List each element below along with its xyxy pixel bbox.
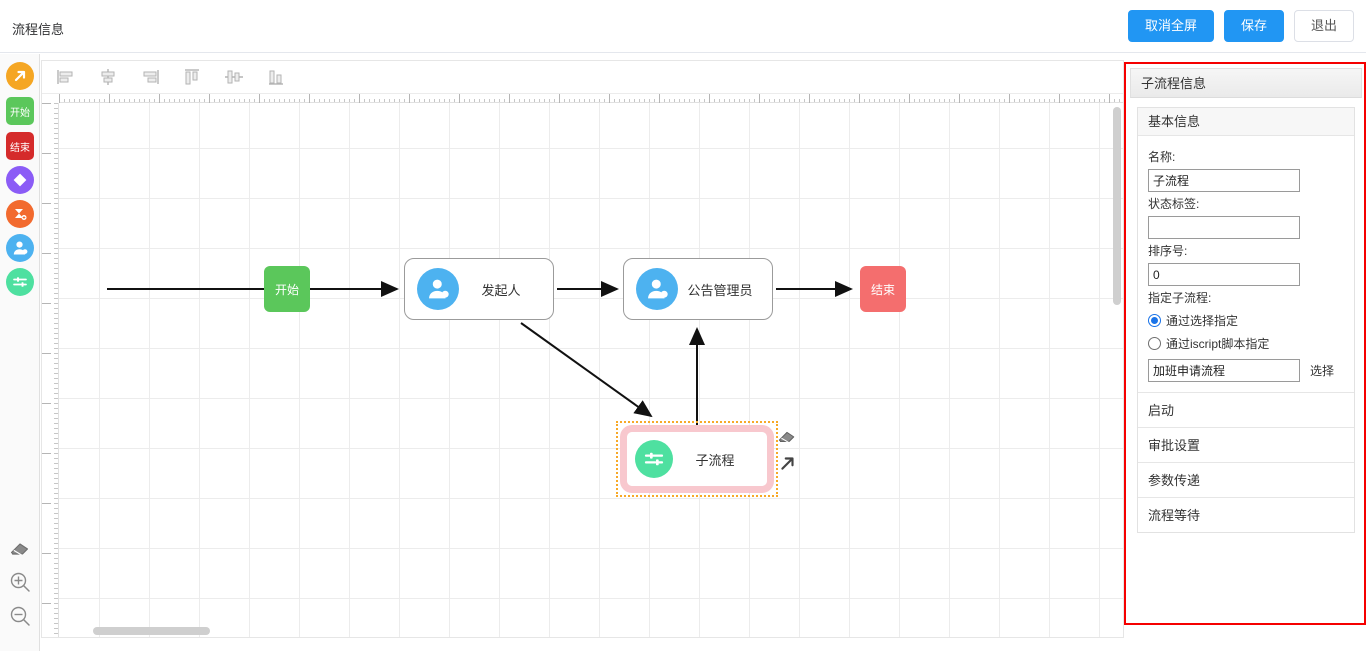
save-button[interactable]: 保存 [1223, 10, 1284, 42]
auto-task-tool[interactable] [6, 200, 34, 228]
edge-initiator-to-subprocess [520, 322, 653, 418]
node-announcement-admin-label: 公告管理员 [687, 282, 753, 298]
radio-by-selection-label: 通过选择指定 [1166, 314, 1239, 328]
align-top-button[interactable] [182, 68, 202, 86]
subprocess-picker-input[interactable] [1148, 359, 1300, 382]
section-startup[interactable]: 启动 [1138, 392, 1354, 427]
horizontal-scrollbar-thumb[interactable] [93, 627, 210, 635]
top-bar: 流程信息 取消全屏 保存 退出 [0, 0, 1366, 53]
robot-task-icon [15, 209, 27, 220]
arrow-up-right-icon [14, 70, 26, 82]
vertical-ruler [42, 103, 59, 637]
cancel-fullscreen-button[interactable]: 取消全屏 [1127, 10, 1214, 42]
node-initiator[interactable]: 发起人 [404, 258, 554, 320]
node-palette: 开始 结束 [0, 54, 40, 651]
subprocess-icon [635, 440, 673, 478]
align-left-button[interactable] [56, 68, 76, 86]
exit-button[interactable]: 退出 [1293, 10, 1354, 42]
status-tag-field[interactable] [1148, 216, 1300, 239]
section-process-wait[interactable]: 流程等待 [1138, 497, 1354, 532]
node-start-label: 开始 [274, 282, 299, 297]
basic-info-header[interactable]: 基本信息 [1138, 108, 1354, 136]
node-announcement-admin[interactable]: 公告管理员 [623, 258, 773, 320]
section-approval-settings[interactable]: 审批设置 [1138, 427, 1354, 462]
diagram-canvas-area: 开始 发起人 公告管理员 [41, 60, 1124, 638]
eraser-icon [778, 431, 795, 443]
subprocess-picker-row: 选择 [1148, 359, 1344, 382]
subprocess-select-button[interactable]: 选择 [1310, 364, 1335, 378]
user-task-tool[interactable] [6, 234, 34, 262]
radio-by-iscript[interactable]: 通过iscript脚本指定 [1148, 335, 1344, 352]
name-field-label: 名称: [1148, 150, 1176, 164]
zoom-out-tool[interactable] [7, 603, 33, 629]
align-center-horizontal-button[interactable] [98, 68, 118, 86]
start-node-tool[interactable]: 开始 [6, 97, 34, 125]
status-tag-field-label: 状态标签: [1148, 197, 1200, 211]
specify-subprocess-label: 指定子流程: [1148, 291, 1212, 305]
start-node-tool-label: 开始 [10, 107, 30, 119]
basic-info-card: 基本信息 名称: 状态标签: 排序号: 指定子流程: 通过选择指定 通过iscr… [1137, 107, 1355, 533]
zoom-out-icon [10, 606, 30, 626]
zoom-in-tool[interactable] [7, 569, 33, 595]
name-field[interactable] [1148, 169, 1300, 192]
node-end-label: 结束 [870, 282, 895, 297]
radio-by-selection[interactable]: 通过选择指定 [1148, 312, 1344, 329]
eraser-icon [10, 543, 29, 556]
align-bottom-button[interactable] [266, 68, 286, 86]
node-end[interactable]: 结束 [860, 266, 906, 312]
horizontal-scrollbar[interactable] [60, 626, 1120, 636]
node-start[interactable]: 开始 [264, 266, 310, 312]
sort-order-field-label: 排序号: [1148, 244, 1188, 258]
connector-tool[interactable] [6, 62, 34, 90]
create-connection-handle[interactable] [778, 453, 798, 473]
section-parameter-passing[interactable]: 参数传递 [1138, 462, 1354, 497]
diamond-icon [13, 173, 27, 187]
radio-unselected-icon [1148, 337, 1161, 350]
node-subprocess[interactable]: 子流程 [620, 425, 774, 493]
header-button-group: 取消全屏 保存 退出 [1127, 10, 1354, 42]
gateway-node-tool[interactable] [6, 166, 34, 194]
zoom-in-icon [10, 572, 30, 592]
end-node-tool-label: 结束 [10, 142, 30, 154]
sort-order-field[interactable] [1148, 263, 1300, 286]
eraser-tool[interactable] [7, 535, 33, 561]
node-subprocess-selection: 子流程 [616, 421, 778, 497]
page-title: 流程信息 [12, 22, 65, 37]
arrow-up-right-icon [781, 457, 794, 470]
node-initiator-label: 发起人 [481, 282, 521, 298]
radio-selected-icon [1148, 314, 1161, 327]
align-toolbar [42, 61, 1123, 94]
user-task-icon [417, 268, 459, 310]
properties-panel: 子流程信息 基本信息 名称: 状态标签: 排序号: 指定子流程: 通过选择指定 … [1124, 62, 1366, 625]
radio-by-iscript-label: 通过iscript脚本指定 [1166, 337, 1270, 351]
node-subprocess-label: 子流程 [695, 452, 735, 468]
connector-layer [107, 281, 853, 458]
properties-panel-title: 子流程信息 [1130, 68, 1362, 98]
vertical-scrollbar-thumb[interactable] [1113, 107, 1121, 305]
horizontal-ruler [59, 94, 1123, 103]
vertical-scrollbar[interactable] [1112, 105, 1122, 625]
subprocess-icon [13, 277, 27, 287]
user-task-icon [13, 241, 28, 255]
subprocess-tool[interactable] [6, 268, 34, 296]
delete-node-handle[interactable] [777, 426, 797, 446]
align-right-button[interactable] [140, 68, 160, 86]
align-middle-vertical-button[interactable] [224, 68, 244, 86]
end-node-tool[interactable]: 结束 [6, 132, 34, 160]
user-task-icon [636, 268, 678, 310]
diagram-grid: 开始 发起人 公告管理员 [59, 103, 1123, 637]
